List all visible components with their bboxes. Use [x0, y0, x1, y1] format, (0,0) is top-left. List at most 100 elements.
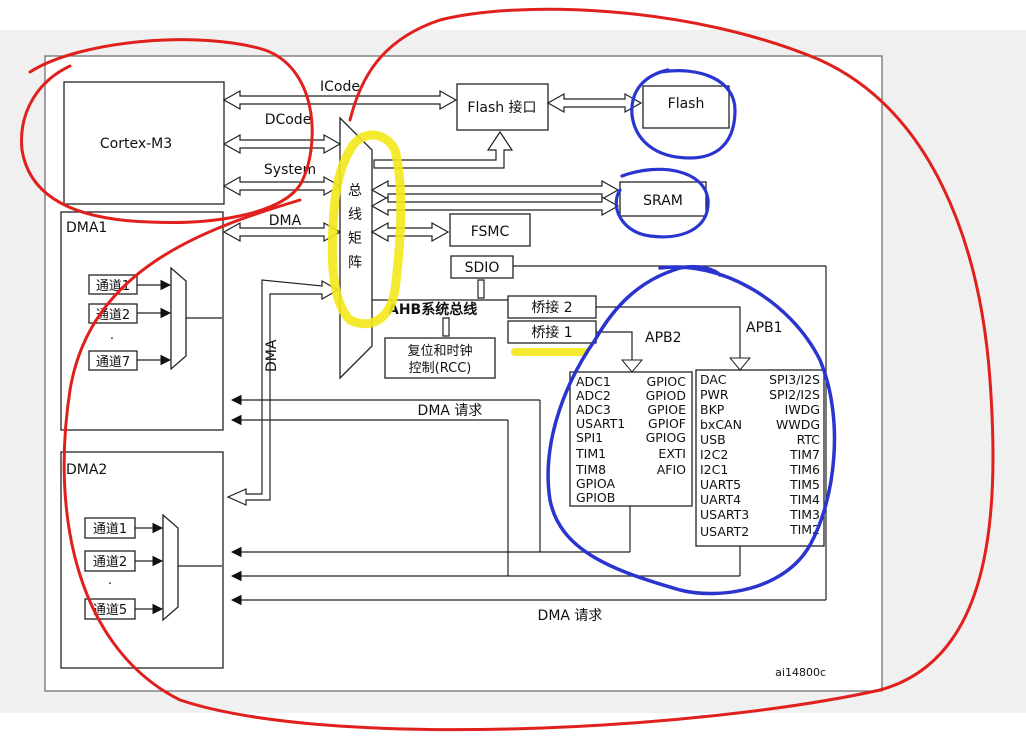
dma1-channel-label: 通道7	[96, 355, 130, 370]
dma-request-label-1: DMA 请求	[418, 403, 483, 419]
cpu-bus-arrows	[222, 89, 458, 243]
figure-id: ai14800c	[775, 666, 826, 679]
apb2-label: APB2	[645, 330, 682, 346]
rcc-label-line1: 复位和时钟	[407, 343, 472, 359]
apb1-periph: USART3	[700, 507, 749, 522]
apb1-periph: USART2	[700, 524, 749, 539]
apb1-periph: PWR	[700, 387, 729, 402]
system-label: System	[264, 162, 316, 178]
flash-block	[642, 85, 730, 129]
apb2-periph: AFIO	[657, 462, 686, 477]
hand-annotations	[20, 7, 995, 732]
apb1-periph: IWDG	[785, 402, 820, 417]
apb2-periph: GPIOA	[576, 476, 616, 491]
flash-interface-block	[456, 83, 549, 131]
blue-circle-flash	[630, 68, 737, 160]
dma1-channel-label: 通道2	[96, 308, 130, 323]
sdio-label: SDIO	[465, 260, 500, 276]
dma-bus-label: DMA	[269, 213, 302, 229]
apb2-periph: ADC2	[576, 388, 611, 403]
apb1-periph: bxCAN	[700, 417, 742, 432]
dma2-channel-label: 通道5	[93, 603, 127, 618]
apb1-arrowhead	[728, 357, 752, 371]
apb1-right-list: SPI3/I2S SPI2/I2S IWDG WWDG RTC TIM7 TIM…	[769, 372, 820, 537]
bus-matrix-char-4: 阵	[348, 255, 362, 271]
sram-label: SRAM	[643, 193, 683, 209]
red-circle-cpu	[20, 38, 314, 224]
cortex-m3-block	[63, 81, 225, 205]
bus-matrix-char-3: 矩	[348, 231, 362, 247]
flash-interface-label: Flash 接口	[467, 99, 536, 116]
apb1-periph: RTC	[797, 432, 821, 447]
bridge2-label: 桥接 2	[531, 299, 572, 316]
bridge1-label: 桥接 1	[531, 324, 572, 341]
dma2-channel-ellipsis: ·	[108, 577, 112, 592]
dma2-mux	[162, 513, 179, 622]
apb1-periph: UART5	[700, 477, 741, 492]
dma1-channel-group: 通道1 通道2 · 通道7	[88, 266, 222, 371]
apb1-periph: I2C1	[700, 462, 728, 477]
apb1-periph: SPI2/I2S	[769, 387, 820, 402]
dcode-label: DCode	[265, 112, 312, 128]
rcc-block	[384, 337, 496, 379]
apb2-periph: GPIOF	[648, 416, 686, 431]
matrix-to-fsmc-arrow	[370, 221, 450, 243]
apb1-peripherals-box	[695, 369, 825, 547]
icode-label: ICode	[320, 79, 360, 95]
apb1-periph: I2C2	[700, 447, 728, 462]
rcc-label-line2: 控制(RCC)	[409, 361, 472, 376]
apb2-periph: EXTI	[658, 446, 686, 461]
dma2-label: DMA2	[66, 462, 107, 478]
sram-block	[619, 181, 707, 217]
apb1-periph: USB	[700, 432, 726, 447]
apb2-periph: GPIOE	[647, 402, 686, 417]
dma2-channel-label: 通道2	[93, 555, 127, 570]
blue-circle-sram	[614, 167, 710, 239]
apb1-periph: DAC	[700, 372, 727, 387]
apb1-periph: SPI3/I2S	[769, 372, 820, 387]
apb2-periph: TIM8	[575, 462, 606, 477]
flash-label: Flash	[668, 96, 705, 112]
apb2-periph: GPIOD	[646, 388, 686, 403]
sdio-ahb-link	[477, 279, 485, 299]
sdio-block	[450, 255, 514, 279]
apb1-left-list: DAC PWR BKP bxCAN USB I2C2 I2C1 UART5 UA…	[700, 372, 749, 539]
dma2-channel-group: 通道1 通道2 · 通道5	[84, 513, 222, 622]
dma-vertical-label: DMA	[264, 339, 280, 372]
fsmc-label: FSMC	[471, 224, 510, 240]
bridge1-to-apb2-wire	[596, 331, 633, 360]
fsmc-block	[449, 213, 531, 247]
apb1-periph: TIM2	[789, 522, 820, 537]
apb1-label: APB1	[746, 320, 783, 336]
rcc-ahb-link	[442, 317, 450, 337]
apb2-periph: GPIOG	[646, 430, 686, 445]
apb1-periph: TIM3	[789, 507, 820, 522]
apb2-periph: ADC3	[576, 402, 611, 417]
bus-matrix-label: 总 线 矩 阵	[348, 183, 362, 271]
apb2-periph: ADC1	[576, 374, 611, 389]
apb2-peripherals-box	[569, 371, 693, 507]
apb2-periph: USART1	[576, 416, 625, 431]
bus-matrix-char-1: 总	[348, 183, 362, 199]
icode-bus-arrow	[222, 89, 458, 111]
dma1-label: DMA1	[66, 220, 107, 236]
cortex-m3-label: Cortex-M3	[100, 136, 172, 152]
red-circle-system	[62, 7, 995, 732]
dma1-channel-ellipsis: ·	[110, 332, 114, 347]
apb1-periph: UART4	[700, 492, 741, 507]
apb1-periph: BKP	[700, 402, 725, 417]
apb1-periph: TIM4	[789, 492, 820, 507]
blue-circle-peripherals	[546, 264, 837, 596]
apb1-periph: TIM6	[789, 462, 820, 477]
bridge2-to-apb1-wire	[596, 306, 741, 358]
dma-vertical-bus	[226, 279, 340, 506]
yellow-highlight-matrix	[327, 130, 406, 329]
apb1-periph: WWDG	[776, 417, 820, 432]
apb1-periph: TIM5	[789, 477, 820, 492]
dma-bus-arrow	[222, 221, 342, 243]
apb2-arrowhead	[620, 359, 644, 373]
dcode-bus-arrow	[222, 133, 342, 155]
apb2-periph: SPI1	[576, 430, 603, 445]
matrix-to-sram-arrow-1	[370, 179, 620, 201]
